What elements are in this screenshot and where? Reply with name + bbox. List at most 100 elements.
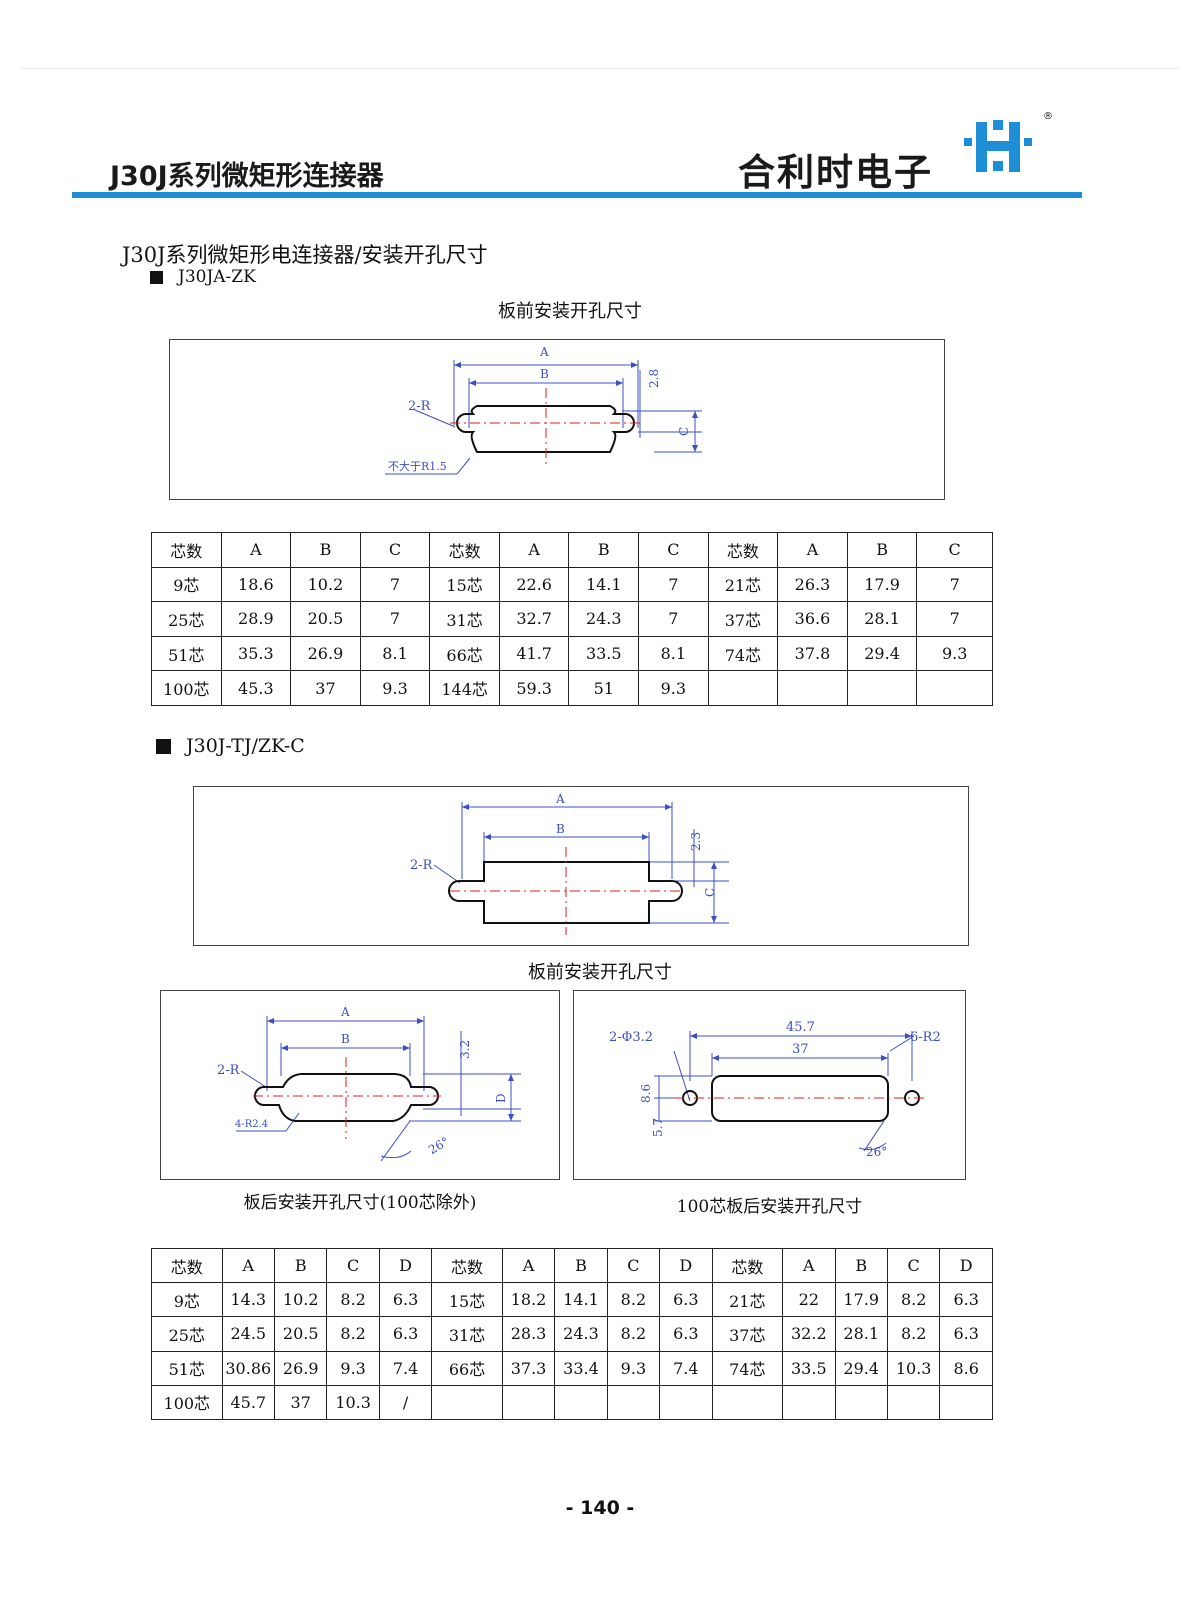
tj-table-cell: 28.1 [834,1316,888,1352]
zk-table-cell: 25芯 [151,601,222,637]
zk-table-header-cell: C [916,532,993,568]
zk-table-cell: 7 [916,601,993,637]
tj-table-cell [939,1384,993,1421]
fig3-label-a: A [340,1005,350,1019]
zk-table-cell: 7 [916,566,993,603]
tj-table-cell: 8.2 [326,1316,380,1352]
zk-table-cell: 7 [638,566,709,603]
tj-table-cell: 7.4 [378,1350,433,1386]
zk-table-cell: 17.9 [846,566,918,603]
section1-caption: 板前安装开孔尺寸 [498,301,642,322]
figure-front-mount-zk: A B 2-R 不大于R1.5 2.8 C [169,339,945,500]
tj-table-cell [501,1384,556,1421]
tj-table-cell: 6.3 [659,1316,713,1352]
tj-table-cell: 37 [273,1384,328,1421]
tj-table-cell: 24.5 [221,1316,276,1352]
tj-table-cell: 15芯 [431,1282,503,1318]
tj-table-cell: 24.3 [554,1316,608,1352]
fig4-label-h1: 8.6 [639,1084,653,1103]
tj-table-header-cell: C [326,1247,380,1284]
tj-table-cell: 33.4 [554,1350,608,1386]
zk-table-cell: 35.3 [220,635,292,672]
tj-table-cell [554,1384,608,1421]
tj-table-cell: 66芯 [431,1350,503,1386]
zk-table-cell: 74芯 [707,635,779,672]
registered-mark: ® [1043,111,1053,122]
zk-table-cell: 26.9 [290,635,361,672]
tj-table-cell: 6.3 [939,1282,993,1318]
zk-table-cell: 36.6 [777,601,848,637]
tj-table-cell: 14.1 [554,1282,608,1318]
zk-table-cell [707,670,779,706]
tj-table-cell: 8.2 [606,1282,661,1318]
tj-table-header-cell: D [659,1247,713,1284]
tj-table-header-cell: A [782,1247,836,1284]
H-logo-icon [964,120,1032,172]
zk-table-cell: 15芯 [429,566,500,603]
fig1-label-a: A [539,345,549,359]
zk-table-cell: 21芯 [707,566,779,603]
zk-table-header-cell: B [290,532,361,568]
fig2-label-dim-top: 2.3 [689,832,703,851]
zk-table-header-cell: A [777,532,848,568]
zk-table-cell: 37.8 [777,635,848,672]
fig4-label-w2: 37 [792,1042,809,1057]
tj-table-cell: 21芯 [711,1282,784,1318]
tj-table-cell: 9.3 [326,1350,380,1386]
fig1-label-c: C [677,427,691,436]
rear-mount-caption: 板后安装开孔尺寸(100芯除外) [243,1193,477,1213]
tj-table-cell: 10.3 [886,1350,941,1386]
tj-table-cell: 28.3 [501,1316,556,1352]
tj-table-cell: 10.2 [273,1282,328,1318]
zk-table-header-cell: 芯数 [429,532,500,568]
fig2-label-radius: 2-R [410,858,434,873]
figure-front-mount-tj: A B 2-R 2.3 C [193,786,969,946]
tj-table-cell: 74芯 [711,1350,784,1386]
zk-table-cell: 9.3 [916,635,993,672]
zk-table-header-cell: A [220,532,292,568]
tj-table-cell: 22 [782,1282,836,1318]
zk-table-cell: 20.5 [290,601,361,637]
fig1-label-b: B [540,367,549,381]
header-rule [72,192,1082,198]
tj-table-header-cell: 芯数 [711,1247,784,1284]
tj-table-cell: 8.2 [886,1316,941,1352]
zk-table-cell: 9芯 [151,566,222,603]
zk-table-cell: 28.1 [846,601,918,637]
zk-table-cell: 7 [638,601,709,637]
figure-rear-mount: A B 2-R 4-R2.4 3.2 D 26° [160,990,560,1180]
tj-table-cell: 32.2 [782,1316,836,1352]
zk-table-cell: 8.1 [359,635,431,672]
zk-table-cell: 66芯 [429,635,500,672]
tj-table-cell [606,1384,661,1421]
page-number: - 140 - [565,1497,635,1519]
zk-table-cell: 26.3 [777,566,848,603]
tj-table-header-cell: A [221,1247,276,1284]
tj-table-cell: 8.6 [939,1350,993,1386]
fig2-label-a: A [555,792,565,806]
zk-table-cell: 37 [290,670,361,706]
fig3-label-d: D [494,1093,508,1103]
zk-table-cell [777,670,848,706]
zk-table-cell: 31芯 [429,601,500,637]
tj-table-header-cell: C [886,1247,941,1284]
tj-table-header-cell: 芯数 [431,1247,503,1284]
zk-table-cell: 33.5 [568,635,640,672]
tj-table-cell [431,1384,503,1421]
tj-table-header-cell: C [606,1247,661,1284]
tj-table-cell: 33.5 [782,1350,836,1386]
zk-table-cell: 14.1 [568,566,640,603]
tj-table-cell: 17.9 [834,1282,888,1318]
section2-label-text: J30J-TJ/ZK-C [186,735,305,757]
tj-table-cell [834,1384,888,1421]
zk-table-header-cell: 芯数 [151,532,222,568]
tj-table-header-cell: D [939,1247,993,1284]
tj-table-cell: 100芯 [151,1384,223,1421]
section1-label: J30JA-ZK [150,267,256,287]
fig1-label-radius: 2-R [408,399,432,414]
